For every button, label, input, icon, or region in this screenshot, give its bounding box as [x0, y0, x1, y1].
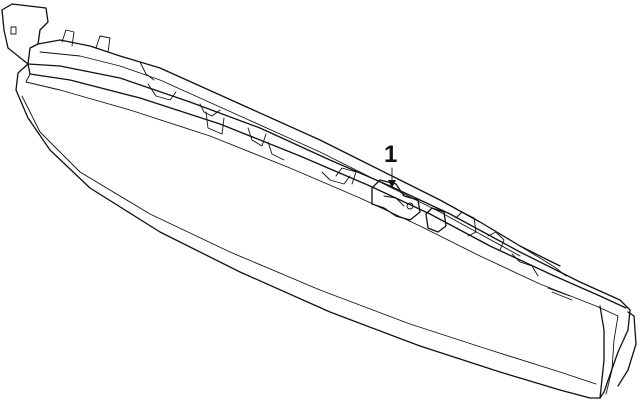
lamp-housing [15, 63, 637, 399]
leader-arrowhead [388, 180, 396, 188]
mounting-bracket [1, 3, 567, 277]
callout-1: 1 [384, 141, 397, 188]
callout-label: 1 [384, 141, 397, 168]
